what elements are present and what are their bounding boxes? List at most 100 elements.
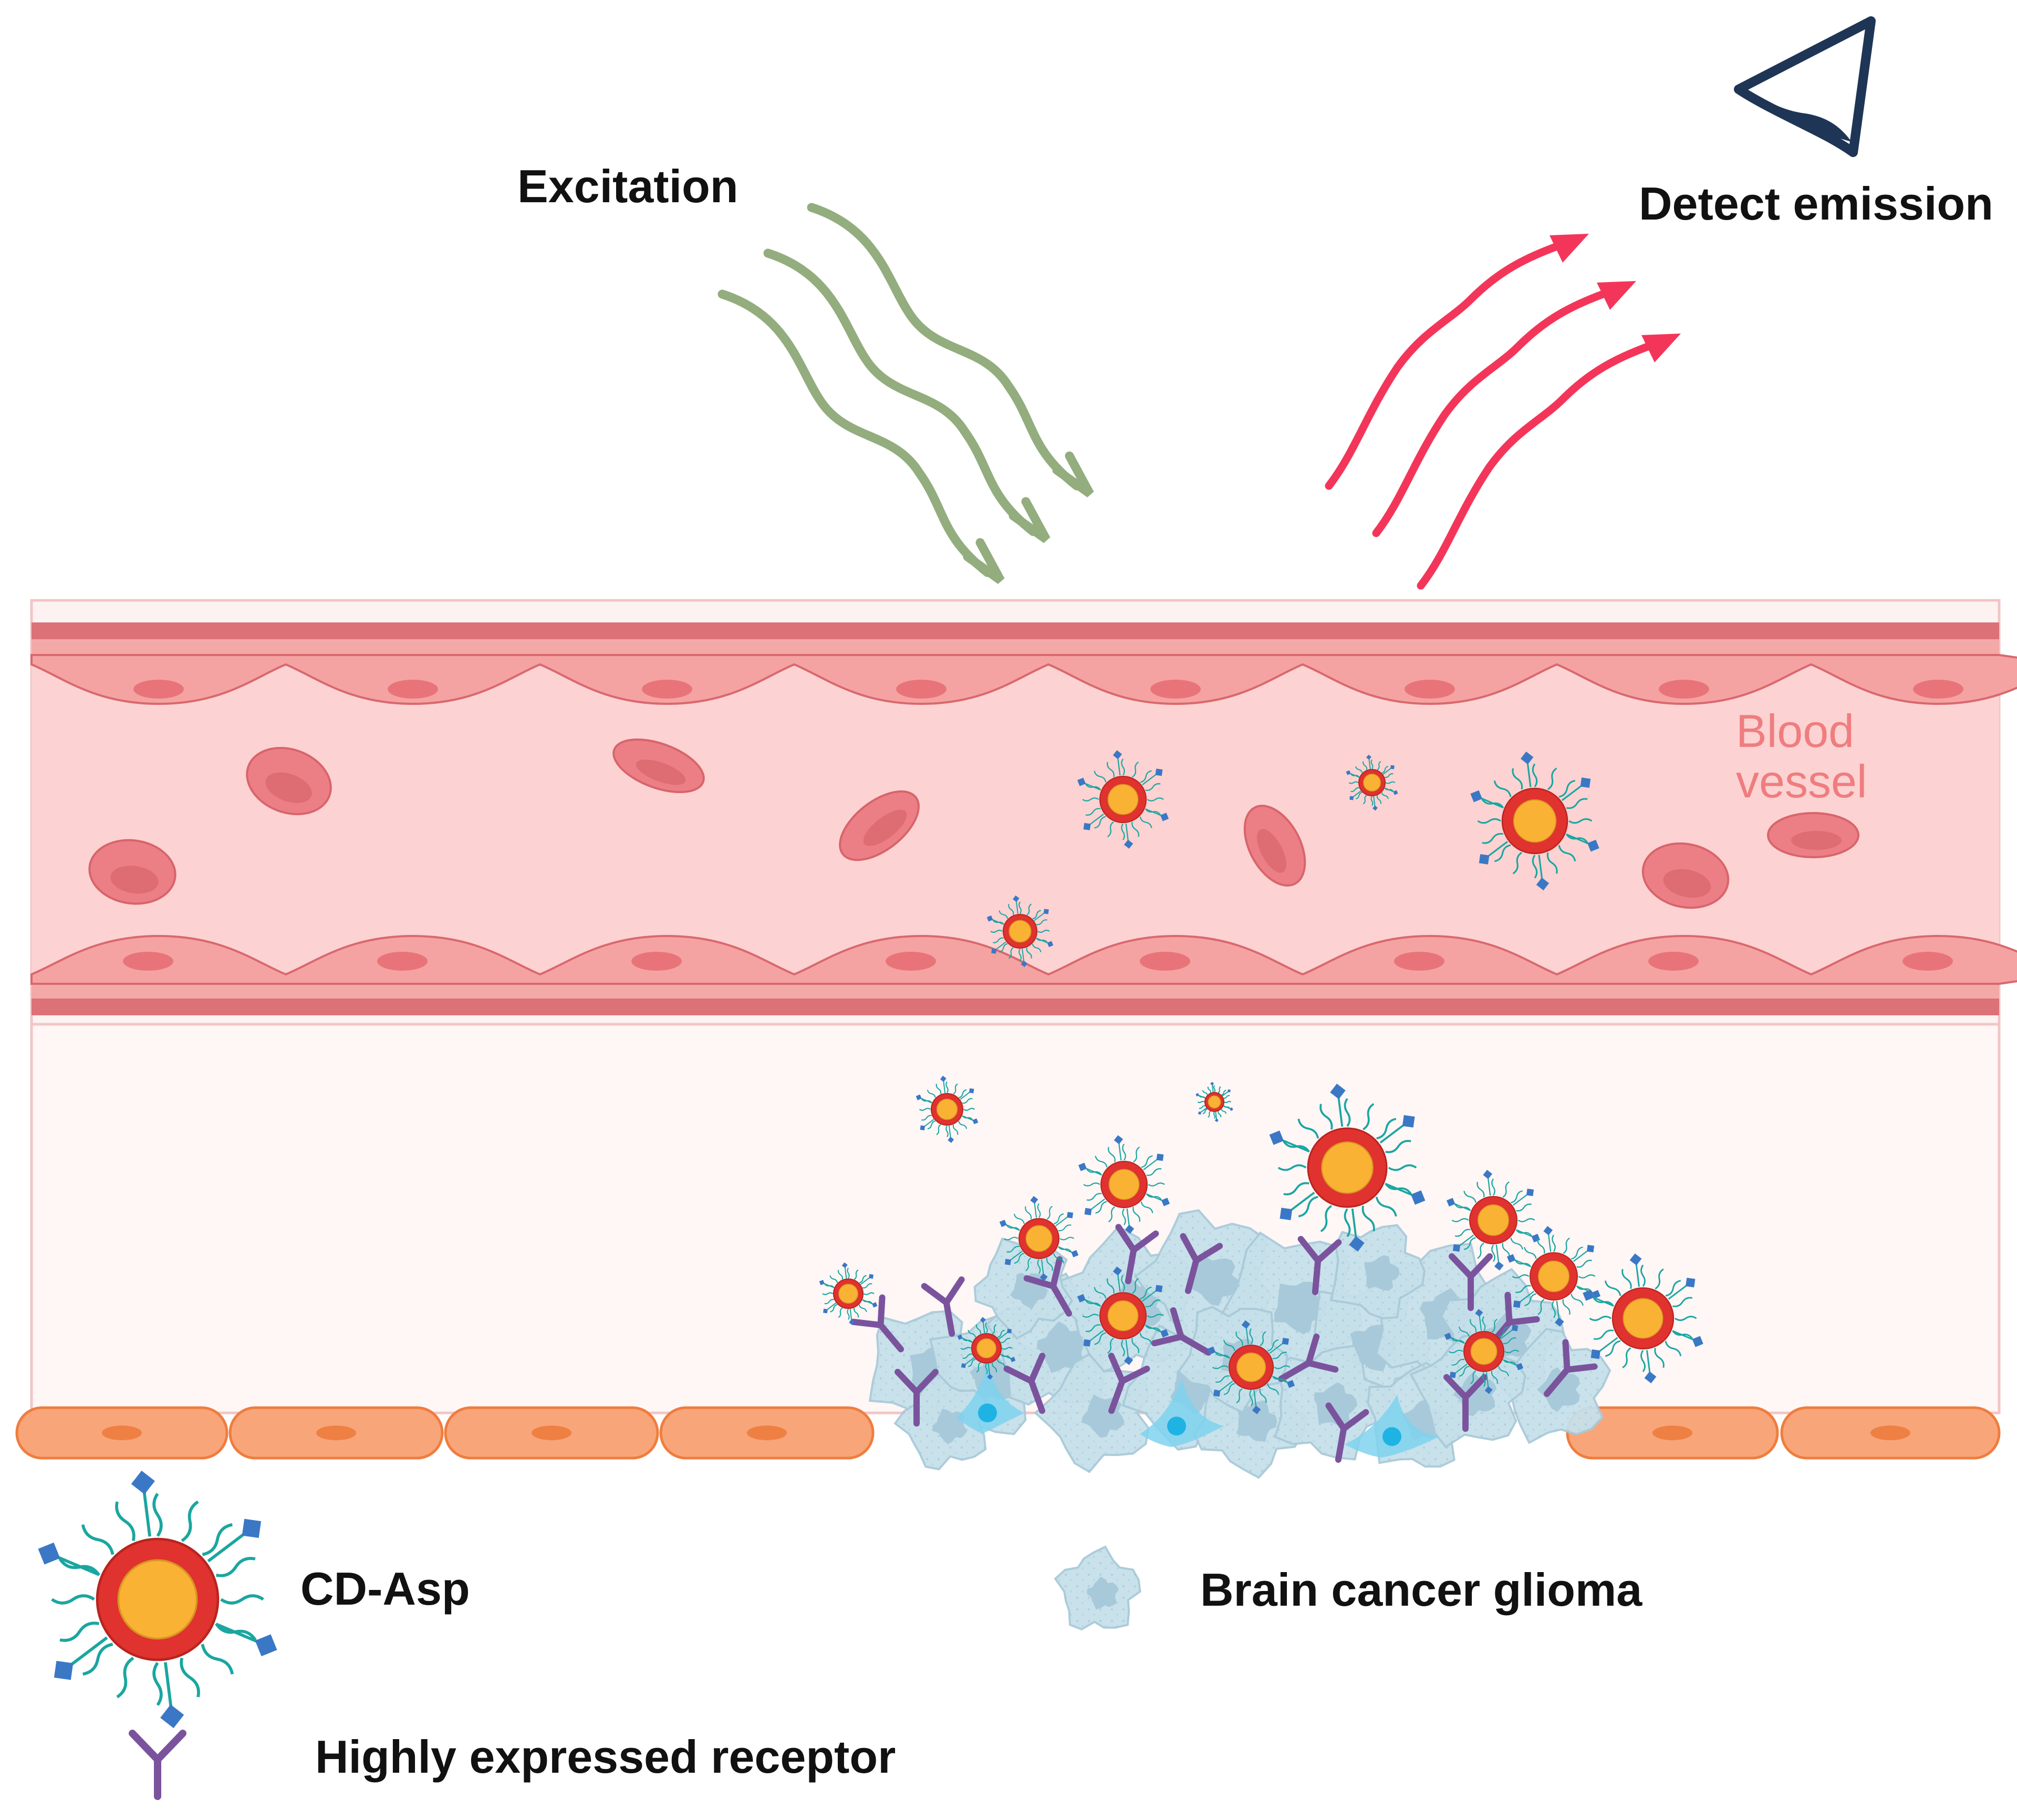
glioma-cell: [973, 1237, 1074, 1340]
legend-nanoparticle-label: CD-Asp: [300, 1563, 470, 1615]
receptor: [1151, 1307, 1212, 1356]
astrocyte: [1345, 1395, 1439, 1458]
nanoparticle: [1506, 1226, 1601, 1327]
excitation-wave: [718, 289, 1005, 584]
nanoparticle: [1446, 1170, 1541, 1271]
astrocyte: [1140, 1379, 1224, 1447]
legend-nanoparticle: [38, 1470, 277, 1729]
nanoparticle: [1207, 1320, 1295, 1415]
endothelial-nucleus: [1150, 680, 1201, 699]
receptor: [1325, 1402, 1369, 1463]
receptor: [1544, 1339, 1598, 1397]
red-blood-cell: [839, 790, 920, 861]
blood-vessel-label: Blood: [1736, 705, 1854, 757]
receptor: [921, 1276, 965, 1337]
receptor: [895, 1369, 939, 1427]
blood-vessel: [30, 599, 2017, 1026]
endothelial-nucleus: [631, 952, 682, 971]
excitation-wave: [807, 203, 1094, 497]
endothelial-layer-top: [30, 654, 2017, 705]
nanoparticle: [1470, 751, 1599, 891]
vessel-wall-top-dark: [32, 622, 1999, 639]
endothelial-nucleus: [1902, 952, 1953, 971]
receptor: [1180, 1233, 1223, 1294]
astrocyte: [956, 1360, 1024, 1434]
glioma-cell: [1274, 1344, 1388, 1461]
endothelial-cells: [30, 934, 2017, 985]
nanoparticle: [1269, 1084, 1426, 1252]
vessel-wall-top-light: [32, 639, 1999, 655]
eye-icon: [1734, 16, 1876, 157]
receptor: [1297, 1235, 1342, 1295]
legend: CD-Asp Brain cancer glioma Highly expres…: [38, 1470, 1642, 1800]
blood-vessel-label-line2: vessel: [1736, 755, 1867, 807]
red-blood-cell: [1767, 812, 1859, 858]
receptors: [850, 1224, 1598, 1463]
brain-cell: [1780, 1406, 2001, 1460]
glioma-cell: [1054, 1545, 1141, 1631]
nanoparticle: [1346, 754, 1398, 811]
brain-cell: [659, 1406, 875, 1460]
brain-cells: [15, 1406, 2001, 1460]
glioma-cell-icon: [1054, 1545, 1141, 1631]
endothelial-nucleus: [1659, 680, 1709, 699]
red-blood-cell: [1243, 805, 1306, 887]
brain-cell: [15, 1406, 228, 1460]
endothelial-nucleus: [388, 680, 438, 699]
nanoparticle: [957, 1317, 1016, 1380]
endothelial-nucleus: [642, 680, 692, 699]
legend-receptor-label: Highly expressed receptor: [315, 1731, 896, 1783]
excitation-waves: [718, 203, 1094, 584]
endothelial-nucleus: [886, 952, 936, 971]
endothelial-nucleus: [1140, 952, 1190, 971]
receptor: [1278, 1333, 1339, 1382]
emission-wave: [1325, 234, 1589, 490]
receptor: [1449, 1253, 1493, 1311]
endothelial-nucleus: [377, 952, 428, 971]
emission-wave: [1417, 334, 1681, 590]
nanoparticle: [1195, 1081, 1233, 1122]
emission-waves: [1325, 234, 1681, 590]
brain-cell: [228, 1406, 444, 1460]
endothelial-nucleus: [1394, 952, 1444, 971]
nanoparticle: [916, 1076, 979, 1143]
receptor: [1115, 1224, 1159, 1284]
receptor: [850, 1294, 904, 1353]
endothelial-nucleus: [1913, 680, 1963, 699]
nanoparticle: [1444, 1308, 1524, 1395]
nanoparticle-icon: [38, 1470, 277, 1729]
nanoparticle: [999, 1195, 1079, 1282]
endothelial-nucleus: [1648, 952, 1699, 971]
brain-cell: [444, 1406, 659, 1460]
brain-cell: [1566, 1406, 1779, 1460]
nanoparticle: [1077, 750, 1169, 849]
nanoparticle: [986, 895, 1054, 968]
vessel-wall-bottom-dark: [32, 999, 1999, 1015]
nanoparticle: [1077, 1266, 1169, 1365]
red-blood-cell: [612, 738, 705, 794]
receptor-icon: [129, 1730, 186, 1800]
nanoparticle: [1583, 1253, 1703, 1384]
nanoparticle: [819, 1262, 878, 1325]
red-blood-cell: [246, 747, 332, 815]
legend-glioma-label: Brain cancer glioma: [1200, 1564, 1642, 1616]
red-blood-cells: [88, 738, 1859, 909]
endothelial-nucleus: [1405, 680, 1455, 699]
vessel-wall-bottom-light: [32, 984, 1999, 999]
receptor: [1443, 1374, 1488, 1432]
red-blood-cell: [1641, 842, 1730, 909]
excitation-label: Excitation: [517, 160, 739, 212]
red-blood-cell: [88, 839, 176, 905]
receptor: [1108, 1353, 1150, 1414]
endothelial-nucleus: [896, 680, 947, 699]
detect-emission-label: Detect emission: [1639, 178, 1993, 230]
excitation-wave: [763, 248, 1051, 543]
endothelial-cells: [30, 654, 2017, 705]
receptor: [1003, 1353, 1046, 1414]
endothelial-layer-bottom: [30, 934, 2017, 985]
endothelial-nucleus: [133, 680, 184, 699]
endothelial-nucleus: [123, 952, 173, 971]
astrocytes: [956, 1360, 1439, 1458]
emission-wave: [1372, 281, 1636, 537]
